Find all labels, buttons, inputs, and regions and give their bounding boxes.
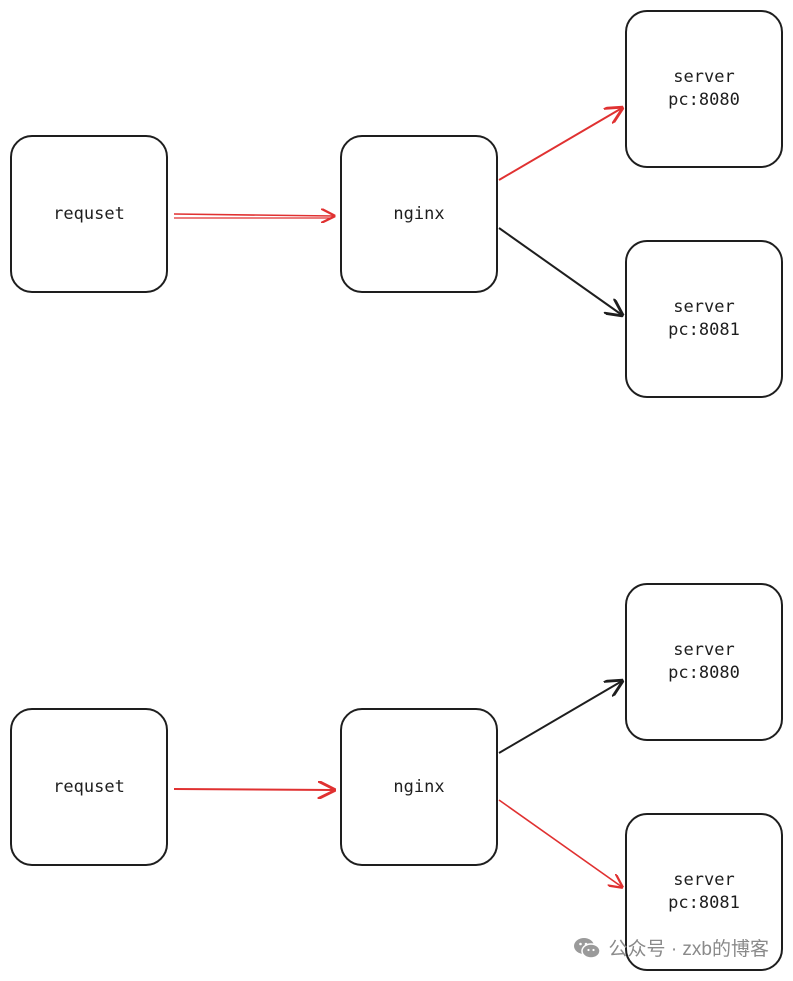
watermark-text: 公众号 · zxb的博客 [608, 939, 769, 960]
flow1-server-8080-label: server pc:8080 [668, 67, 740, 110]
flow2-server-8081-label: server pc:8081 [668, 870, 740, 913]
flow1-server-8080-node: server pc:8080 [625, 10, 783, 168]
flow1-edges [173, 108, 622, 315]
flow1-nginx-node: nginx [340, 135, 498, 293]
flow1-nginx-to-server-a-arrow [498, 108, 622, 181]
flow1-server-8081-node: server pc:8081 [625, 240, 783, 398]
flow2-nginx-to-server-b-arrow [498, 799, 622, 887]
flow2-server-8081-node: server pc:8081 [625, 813, 783, 971]
flow1-server-8081-label: server pc:8081 [668, 297, 740, 340]
flow2-server-8080-label: server pc:8080 [668, 640, 740, 683]
flow1-request-node: requset [10, 135, 168, 293]
flow2-server-8080-node: server pc:8080 [625, 583, 783, 741]
flow1-nginx-to-server-b-arrow [498, 227, 622, 315]
flow1-request-to-nginx-arrow [173, 214, 334, 216]
wechat-icon [573, 937, 601, 959]
flow2-request-node: requset [10, 708, 168, 866]
flow2-request-label: requset [53, 776, 125, 797]
flow1-nginx-label: nginx [393, 203, 445, 224]
flow2-nginx-to-server-a-arrow [498, 681, 622, 754]
flow2-edges [173, 681, 622, 887]
flow2-request-to-nginx-arrow [173, 789, 334, 790]
flow2-nginx-node: nginx [340, 708, 498, 866]
watermark: 公众号 · zxb的博客 [573, 934, 769, 961]
flow1-request-label: requset [53, 203, 125, 224]
flow2-nginx-label: nginx [393, 776, 445, 797]
